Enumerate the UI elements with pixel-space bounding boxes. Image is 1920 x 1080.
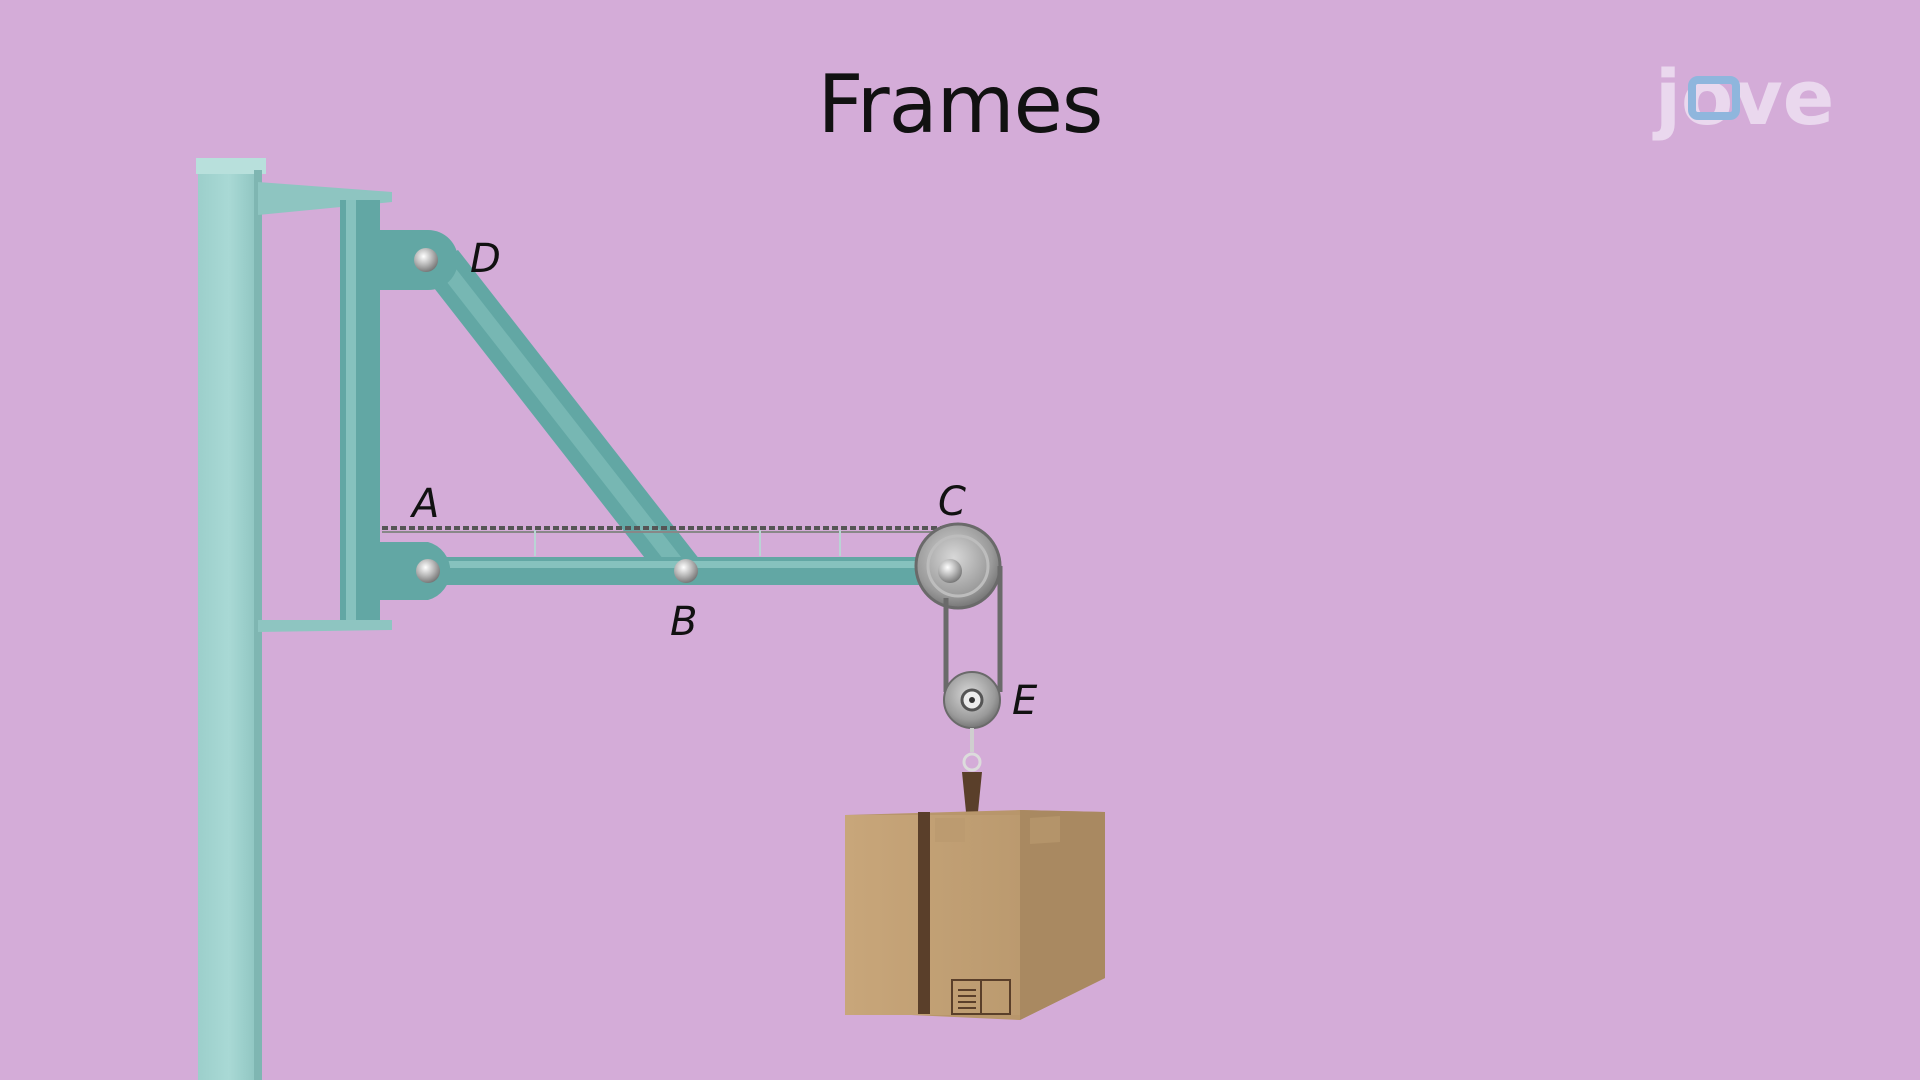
- cable-top: [382, 526, 950, 556]
- member-ac: [380, 542, 980, 600]
- member-db: [420, 250, 700, 580]
- label-e: E: [1012, 678, 1038, 724]
- label-b: B: [670, 599, 697, 645]
- chat-bubble-icon: [1688, 76, 1740, 120]
- logo-text: jove: [1652, 53, 1834, 142]
- box-load: [845, 810, 1105, 1020]
- pulley-c: [914, 522, 1002, 610]
- hinge-d: [380, 230, 458, 290]
- label-a: A: [409, 481, 439, 527]
- mounting-bracket: [258, 182, 392, 632]
- jove-logo: jove: [1652, 53, 1834, 142]
- cable-down: [943, 566, 1003, 692]
- shipping-label-icon: [951, 979, 1011, 1015]
- diagram-title: Frames: [817, 58, 1104, 151]
- pulley-e: [943, 671, 1001, 729]
- label-c: C: [938, 479, 966, 525]
- support-pole: [196, 158, 266, 1080]
- hook: [962, 728, 982, 812]
- label-d: D: [470, 236, 501, 282]
